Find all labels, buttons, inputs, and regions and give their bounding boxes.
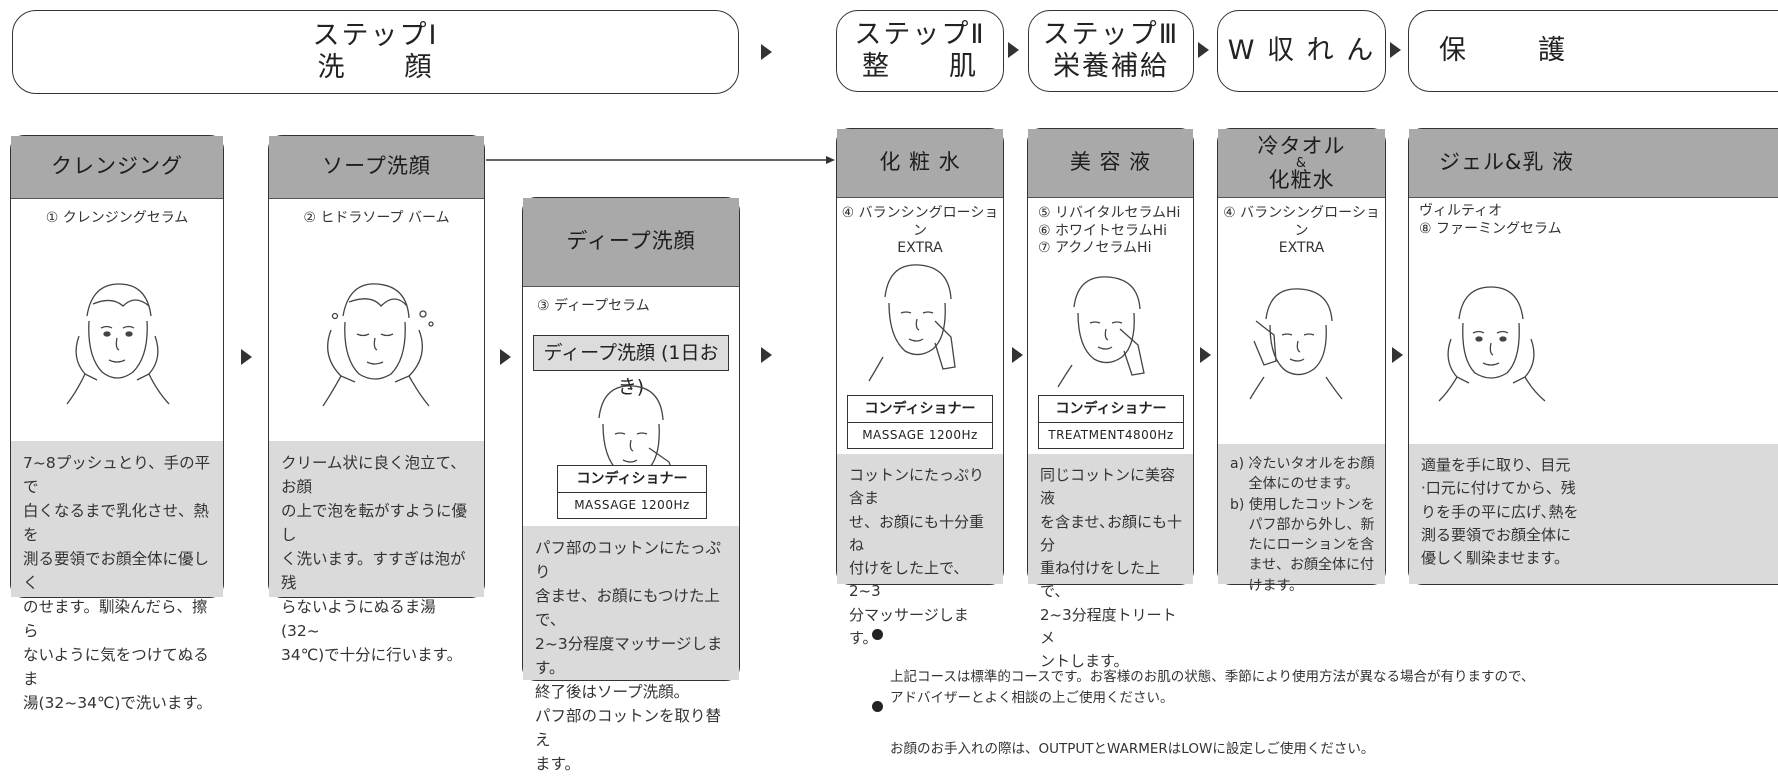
product-name: ヴィルティオ ⑧ ファーミングセラム xyxy=(1419,203,1562,237)
face-massage-illustration xyxy=(1246,281,1356,401)
w-astringent-header: W 収 れ ん xyxy=(1217,10,1386,92)
footnote: お顔のお手入れの際は、OUTPUTとWARMERはLOWに設定しご使用ください。 xyxy=(872,697,1770,760)
card-title: ディープ洗顔 xyxy=(523,198,739,287)
product-name: ④ バランシングローション EXTRA xyxy=(1223,205,1380,256)
bullet-icon xyxy=(872,701,883,712)
card-title: 冷タオル & 化粧水 xyxy=(1218,129,1385,198)
product-name: ② ヒドラソープ バーム xyxy=(303,210,450,226)
footnote-text: お顔のお手入れの際は、OUTPUTとWARMERはLOWに設定しご使用ください。 xyxy=(890,740,1375,757)
step3-header: ステップⅢ 栄養補給 xyxy=(1028,10,1194,92)
card-title: 美 容 液 xyxy=(1028,129,1193,198)
arrow-right-icon xyxy=(1008,42,1019,58)
card-title: ジェル&乳 液 xyxy=(1409,129,1778,198)
conditioner-setting: コンディショナー MASSAGE 1200Hz xyxy=(557,465,707,519)
title-line: 化粧水 xyxy=(1268,167,1335,192)
arrow-right-icon xyxy=(1390,42,1401,58)
product-name: ③ ディープセラム xyxy=(537,298,650,314)
instruction-text: 適量を手に取り、目元 ·口元に付けてから、残 りを手の平に広げ､熱を 測る要領で… xyxy=(1409,444,1778,584)
instruction-text: クリーム状に良く泡立て、お顔 の上で泡を転がすように優し く洗います。すすぎは泡… xyxy=(269,441,484,664)
instruction-text: a) 冷たいタオルをお顔 全体にのせます。 b) 使用したコットンを パフ部から… xyxy=(1218,444,1385,594)
conditioner-label: コンディショナー xyxy=(1039,396,1183,423)
step1-header: ステップⅠ 洗 顔 xyxy=(12,10,739,94)
title-ampersand: & xyxy=(1295,155,1308,171)
face-illustration xyxy=(1431,279,1551,404)
instruction-text: 同じコットンに美容液 を含ませ､お顔にも十分 重ね付けをした上で、 2~3分程度… xyxy=(1028,454,1193,670)
bullet-icon xyxy=(872,629,883,640)
face-massage-illustration xyxy=(1054,269,1164,389)
footnote-text: 上記コースは標準的コースです。お客様のお肌の状態、季節により使用方法が異なる場合… xyxy=(890,668,1535,706)
conditioner-label: コンディショナー xyxy=(558,466,706,493)
step3-title: 栄養補給 xyxy=(1053,51,1169,82)
arrow-right-icon xyxy=(500,349,511,365)
instruction-text: 7~8プッシュとり、手の平で 白くなるまで乳化させ、熱を 測る要領でお顔全体に優… xyxy=(11,441,223,712)
lotion-card: 化 粧 水 ④ バランシングローション EXTRA コンディショナー MASSA… xyxy=(836,128,1004,647)
face-illustration xyxy=(311,276,446,411)
soap-card: ソープ洗顔 ② ヒドラソープ バーム クリーム状に良く泡立て、お顔 の上で泡を転… xyxy=(268,135,485,664)
arrow-right-icon xyxy=(241,349,252,365)
product-name: ④ バランシングローション EXTRA xyxy=(841,205,999,256)
step1-title: 洗 顔 xyxy=(317,52,434,83)
arrow-right-icon xyxy=(761,347,772,363)
conditioner-setting: コンディショナー TREATMENT4800Hz xyxy=(1038,395,1184,449)
step3-label: ステップⅢ xyxy=(1042,18,1180,50)
cleansing-card: クレンジング ① クレンジングセラム 7~8プッシュとり、手の平で 白くなるまで… xyxy=(10,135,224,712)
serum-card: 美 容 液 ⑤ リバイタルセラムHi ⑥ ホワイトセラムHi ⑦ アクノセラムH… xyxy=(1027,128,1194,670)
connector-line xyxy=(486,156,835,164)
product-name: ⑤ リバイタルセラムHi ⑥ ホワイトセラムHi ⑦ アクノセラムHi xyxy=(1038,205,1181,256)
face-massage-illustration xyxy=(865,257,975,387)
conditioner-label: コンディショナー xyxy=(848,396,992,423)
instruction-text: コットンにたっぷり含ま せ、お顔にも十分重ね 付けをした上で、2~3 分マッサー… xyxy=(837,454,1003,647)
arrow-right-icon xyxy=(1012,347,1023,363)
arrow-right-icon xyxy=(1200,347,1211,363)
protect-title: 保 護 xyxy=(1439,34,1571,66)
footnote: 上記コースは標準的コースです。お客様のお肌の状態、季節により使用方法が異なる場合… xyxy=(872,625,1770,709)
step2-label: ステップⅡ xyxy=(854,18,986,50)
every-other-day-tag: ディープ洗顔 (1日おき) xyxy=(533,335,729,398)
title-line: 冷タオル xyxy=(1257,133,1346,158)
arrow-right-icon xyxy=(1392,347,1403,363)
step1-label: ステップⅠ xyxy=(312,19,439,51)
w-astringent-title: W 収 れ ん xyxy=(1227,34,1376,66)
conditioner-mode: TREATMENT4800Hz xyxy=(1048,428,1174,442)
protect-header: 保 護 xyxy=(1408,10,1778,92)
arrow-right-icon xyxy=(761,44,772,60)
instruction-text: パフ部のコットンにたっぷり 含ませ、お顔にもつけた上で、 2~3分程度マッサージ… xyxy=(523,526,739,773)
conditioner-setting: コンディショナー MASSAGE 1200Hz xyxy=(847,395,993,449)
conditioner-mode: MASSAGE 1200Hz xyxy=(862,428,978,442)
card-title: 化 粧 水 xyxy=(837,129,1003,198)
card-title: ソープ洗顔 xyxy=(269,136,484,199)
step2-title: 整 肌 xyxy=(862,51,978,82)
gel-milk-card: ジェル&乳 液 ヴィルティオ ⑧ ファーミングセラム 適量を手に取り、目元 ·口… xyxy=(1408,128,1778,585)
product-name: ① クレンジングセラム xyxy=(45,210,189,226)
conditioner-mode: MASSAGE 1200Hz xyxy=(574,498,690,512)
face-illustration xyxy=(57,276,177,411)
card-title: クレンジング xyxy=(11,136,223,199)
arrow-right-icon xyxy=(1198,42,1209,58)
deep-cleansing-card: ディープ洗顔 ③ ディープセラム ディープ洗顔 (1日おき) コンディショナー … xyxy=(522,197,740,773)
step2-header: ステップⅡ 整 肌 xyxy=(836,10,1004,92)
cold-towel-card: 冷タオル & 化粧水 ④ バランシングローション EXTRA a) 冷たいタオル… xyxy=(1217,128,1386,594)
